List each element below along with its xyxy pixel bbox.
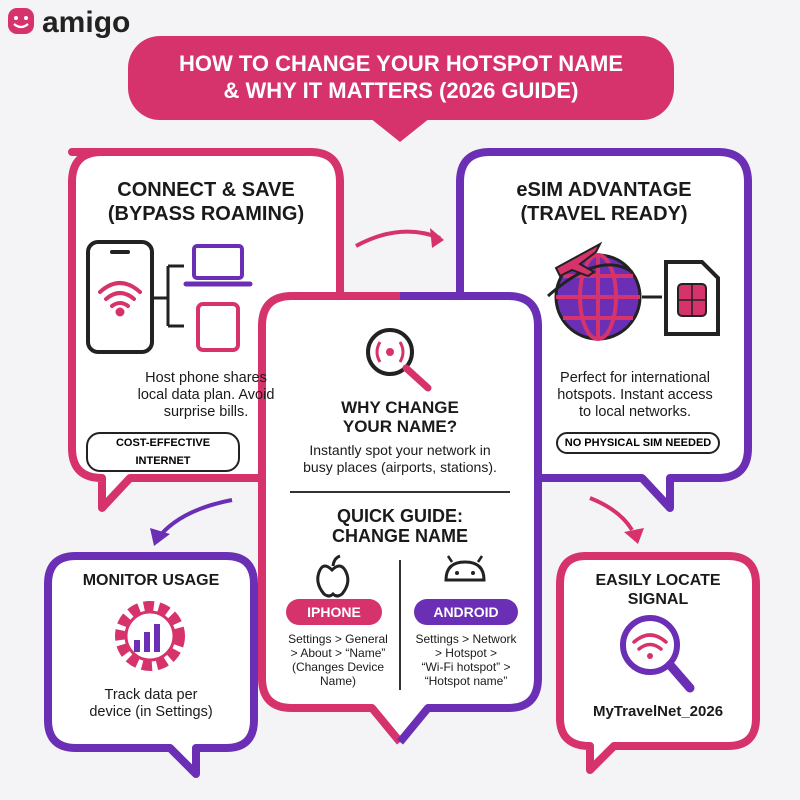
search-signal-icon (366, 328, 432, 392)
iphone-steps: Settings > General > About > “Name” (Cha… (282, 632, 394, 688)
apple-icon (316, 554, 350, 598)
connector-lines (152, 264, 184, 328)
esim-title-line1: eSIM ADVANTAGE (516, 179, 692, 201)
monitor-body-line1: Track data per (104, 687, 198, 703)
iphone-step: (Changes Device (291, 660, 385, 674)
title-banner-text: HOW TO CHANGE YOUR HOTSPOT NAME & WHY IT… (128, 50, 674, 104)
why-title: WHY CHANGE YOUR NAME? (290, 398, 510, 436)
connect-body-line1: Host phone shares (145, 370, 267, 386)
airplane-icon (554, 241, 603, 278)
android-step: > Hotspot > (434, 646, 498, 660)
tablet-icon (196, 302, 240, 352)
iphone-step: Settings > General (288, 632, 388, 646)
esim-title-line2: (TRAVEL READY) (520, 203, 688, 225)
network-name: MyTravelNet_2026 (592, 703, 724, 720)
iphone-label: IPHONE (286, 599, 382, 625)
gear-chart-icon (115, 601, 185, 671)
locate-title: EASILY LOCATE SIGNAL (564, 571, 752, 609)
why-body-line1: Instantly spot your network in (309, 442, 491, 458)
center-bubble (258, 292, 542, 745)
iphone-step: > About > “Name” (290, 646, 386, 660)
esim-body-line3: to local networks. (578, 404, 692, 420)
esim-body: Perfect for international hotspots. Inst… (530, 370, 740, 421)
esim-body-line1: Perfect for international (560, 370, 710, 386)
connect-body-line3: surprise bills. (163, 404, 249, 420)
arrow-icon (430, 228, 444, 248)
connect-body-line2: local data plan. Avoid (137, 387, 275, 403)
phone-icon (86, 240, 154, 354)
sim-card-icon (664, 260, 720, 336)
guide-title-line1: QUICK GUIDE: (337, 506, 463, 526)
globe-icon (547, 253, 642, 341)
connect-body: Host phone shares local data plan. Avoid… (76, 370, 336, 421)
guide-title-line2: CHANGE NAME (331, 526, 468, 546)
search-wifi-icon (620, 615, 695, 693)
connect-title-line2: (BYPASS ROAMING) (107, 203, 305, 225)
android-label: ANDROID (414, 599, 518, 625)
arrow-icon (624, 528, 644, 544)
title-banner (128, 36, 674, 142)
why-title-line2: YOUR NAME? (342, 417, 458, 436)
arrow-icon (589, 496, 634, 532)
cost-effective-badge: COST-EFFECTIVE INTERNET (86, 432, 240, 472)
locate-title-line2: SIGNAL (627, 591, 689, 608)
banner-line-2: & WHY IT MATTERS (2026 GUIDE) (223, 78, 579, 103)
why-body: Instantly spot your network in busy plac… (280, 442, 520, 476)
connect-title-line1: CONNECT & SAVE (117, 179, 295, 201)
arrow-icon (156, 498, 233, 540)
guide-title: QUICK GUIDE: CHANGE NAME (290, 506, 510, 546)
connect-title: CONNECT & SAVE (BYPASS ROAMING) (76, 178, 336, 226)
iphone-step: Name) (319, 674, 356, 688)
monitor-body: Track data per device (in Settings) (52, 687, 250, 721)
monitor-title: MONITOR USAGE (82, 572, 220, 589)
android-step: “Wi-Fi hotspot” > (421, 660, 511, 674)
esim-title: eSIM ADVANTAGE (TRAVEL READY) (464, 178, 744, 226)
locate-title-line1: EASILY LOCATE (595, 572, 721, 589)
brand-name: amigo (42, 6, 130, 39)
arrow-icon (150, 528, 170, 546)
android-step: Settings > Network (415, 632, 517, 646)
no-sim-badge: NO PHYSICAL SIM NEEDED (556, 432, 720, 454)
why-title-line1: WHY CHANGE (341, 398, 459, 417)
smile-logo-icon (8, 8, 34, 34)
esim-body-line2: hotspots. Instant access (557, 387, 713, 403)
why-body-line2: busy places (airports, stations). (303, 459, 497, 475)
android-step: “Hotspot name” (424, 674, 508, 688)
wifi-icon (98, 281, 142, 317)
android-steps: Settings > Network > Hotspot > “Wi-Fi ho… (404, 632, 528, 688)
banner-line-1: HOW TO CHANGE YOUR HOTSPOT NAME (178, 51, 624, 76)
arrow-icon (355, 229, 441, 248)
monitor-body-line2: device (in Settings) (89, 704, 213, 720)
android-icon (444, 555, 486, 582)
laptop-icon (183, 244, 253, 287)
